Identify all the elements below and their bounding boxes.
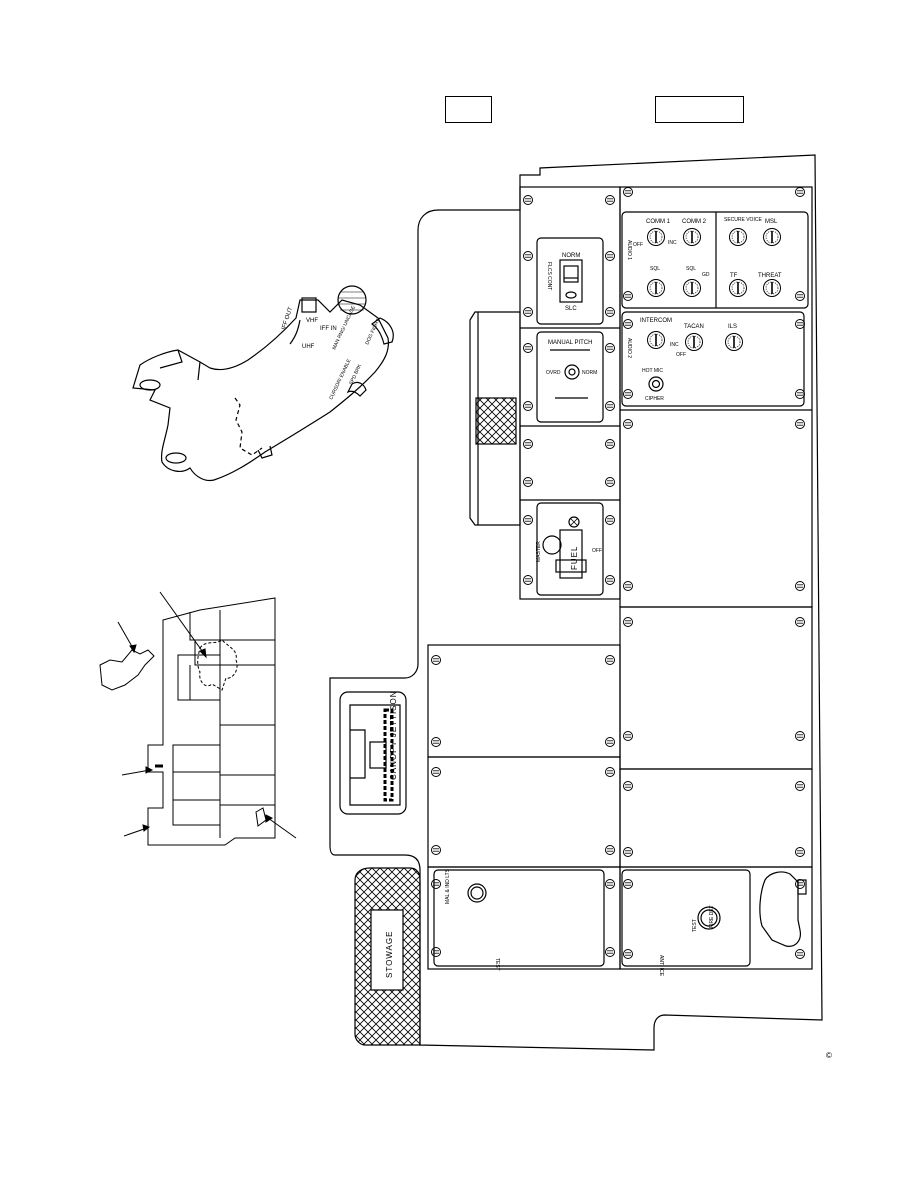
fire-det-label: FIRE DET	[709, 905, 715, 928]
throttle-grip-illustration	[132, 285, 394, 482]
manual-pitch-toggle[interactable]	[564, 364, 580, 380]
audio2-knobs[interactable]	[646, 330, 744, 392]
copyright-mark: ©	[826, 1051, 832, 1060]
audio2-hot-mic-label: HOT MIC	[642, 368, 663, 374]
audio1-threat-label: THREAT	[758, 273, 782, 279]
audio1-comm1-label: COMM 1	[646, 219, 671, 225]
audio1-msl-label: MSL	[765, 219, 778, 225]
stowage-label: STOWAGE	[385, 931, 394, 978]
anti-ice-side-label: ANTI ICE	[658, 955, 664, 977]
manual-pitch-title: MANUAL PITCH	[548, 340, 592, 346]
audio2-side-label: AUDIO 2	[626, 338, 632, 358]
flcs-side-label: FLCS CONT	[546, 262, 552, 290]
audio1-side-label: AUDIO 1	[626, 240, 632, 260]
fire-det-button[interactable]	[697, 906, 721, 930]
audio2-intercom-label: INTERCOM	[640, 318, 672, 324]
fuel-master-label: MASTER	[536, 541, 542, 562]
audio2-cipher-label: CIPHER	[645, 396, 664, 402]
anti-ice-grip[interactable]	[759, 871, 807, 947]
cursor-enable-label: CURSOR/ ENABLE	[328, 358, 352, 401]
audio1-sql1-label: SQL	[650, 266, 660, 272]
flcs-norm-label: NORM	[562, 253, 580, 259]
vhf-label: VHF	[306, 318, 318, 324]
console-outline	[329, 154, 823, 1051]
manual-pitch-norm-label: NORM	[582, 370, 597, 376]
mal-ind-lts-label: MAL & IND LTS	[445, 868, 451, 904]
header-box-right	[655, 96, 744, 123]
audio2-inc-label: INC	[670, 342, 679, 348]
audio1-sql2-label: SQL	[686, 266, 696, 272]
iff-out-label: IFF OUT	[281, 306, 294, 330]
audio1-gd-label: GD	[702, 272, 710, 278]
panel-grid	[427, 186, 813, 970]
header-box-left	[445, 96, 492, 123]
fire-det-test-label: TEST	[692, 919, 698, 932]
fuel-off-label: OFF	[592, 548, 602, 554]
audio2-ils-label: ILS	[728, 324, 737, 330]
audio1-comm2-label: COMM 2	[682, 219, 707, 225]
flcs-slc-label: SLC	[565, 306, 577, 312]
flcs-switch[interactable]	[559, 259, 583, 303]
iff-in-label: IFF IN	[320, 326, 337, 332]
audio2-tacan-label: TACAN	[684, 324, 704, 330]
canopy-jettison-label: CANOPY JETTISON	[389, 690, 398, 780]
panel-screws	[430, 186, 806, 960]
audio1-off-label: OFF	[633, 242, 643, 248]
audio2-off-label: OFF	[676, 352, 686, 358]
uhf-label: UHF	[302, 344, 315, 350]
audio1-tf-label: TF	[730, 273, 738, 279]
audio1-knobs[interactable]	[646, 227, 782, 298]
test-side-label: TEST	[494, 958, 500, 971]
mal-ind-lts-button[interactable]	[467, 883, 487, 903]
audio1-inc-label: INC	[668, 240, 677, 246]
fuel-master-switch[interactable]	[542, 516, 587, 579]
manual-pitch-ovrd-label: OVRD	[546, 370, 561, 376]
fuel-label: FUEL	[570, 546, 579, 570]
cockpit-locator-illustration	[99, 591, 297, 846]
audio1-secure-voice-label: SECURE VOICE	[724, 217, 762, 223]
